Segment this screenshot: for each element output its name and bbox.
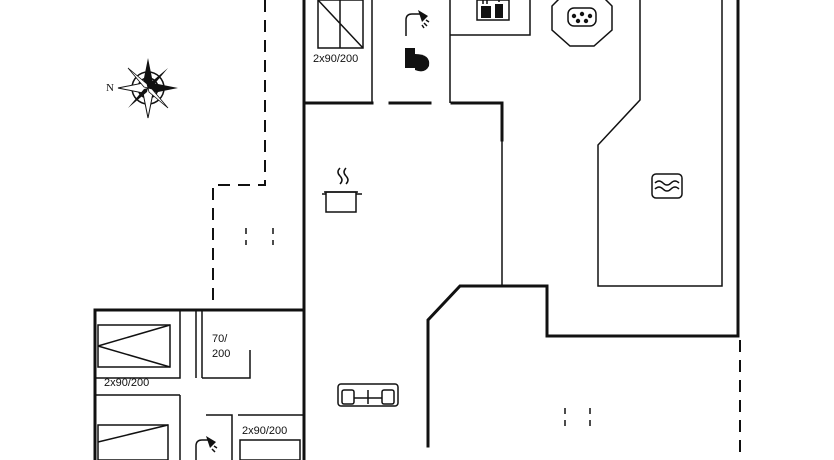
terrace-outlines <box>212 0 741 460</box>
bed-top <box>317 0 364 49</box>
compass-rose-icon <box>117 58 178 119</box>
bed-bottom <box>97 424 169 460</box>
sauna-icon <box>476 0 510 21</box>
shower-icon <box>405 10 430 36</box>
bed-label-left: 2x90/200 <box>104 377 149 389</box>
bed-bottom-small <box>239 439 301 460</box>
bed-label-bottom: 2x90/200 <box>242 425 287 437</box>
cooking-pot-icon <box>322 167 362 213</box>
walls <box>93 0 740 460</box>
pool-icon <box>651 173 683 199</box>
bed-label-top: 2x90/200 <box>313 53 358 65</box>
hot-tub-icon <box>551 0 613 47</box>
bed-label-small-2: 200 <box>212 348 230 360</box>
bed-left <box>97 324 171 368</box>
toilet-icon <box>405 48 430 72</box>
shower-icon-bottom <box>195 436 218 460</box>
sofa-icon <box>337 383 399 407</box>
compass-north-label: N <box>106 82 114 94</box>
bed-label-small-1: 70/ <box>212 333 228 345</box>
